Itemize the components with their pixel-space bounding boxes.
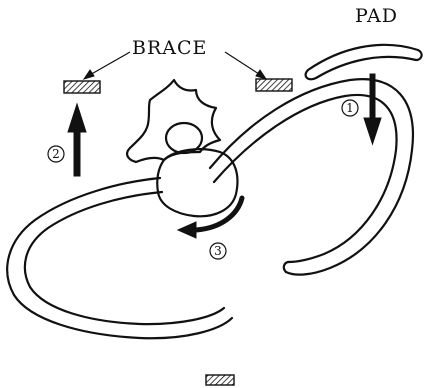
brace-right [256, 79, 292, 91]
step-number-3: 3 [214, 244, 222, 258]
brace-left [64, 81, 100, 93]
step-number-2: 2 [52, 147, 60, 161]
torso-outline [7, 79, 413, 338]
step-marker-1: 1 [342, 100, 358, 116]
arrow-step-1 [364, 74, 381, 144]
pad-label: PAD [355, 5, 398, 27]
brace-bottom [206, 375, 234, 385]
step-marker-2: 2 [48, 146, 64, 162]
step-number-1: 1 [346, 101, 354, 115]
arrow-step-2 [68, 104, 86, 176]
step-marker-3: 3 [210, 243, 226, 259]
pad-shape [306, 45, 422, 79]
vertebra [127, 80, 237, 216]
brace-label: BRACE [132, 37, 207, 59]
